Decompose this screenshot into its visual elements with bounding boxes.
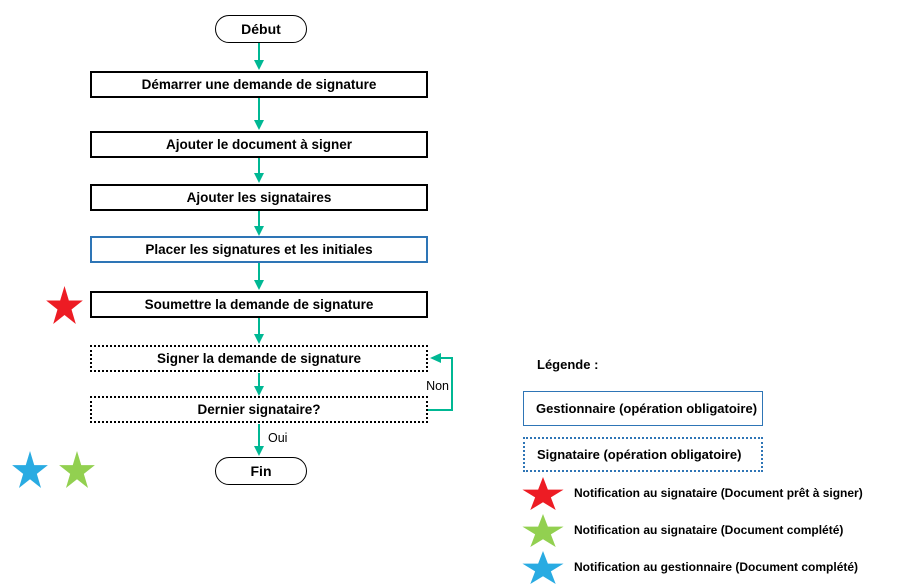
arrow-step7-to-end [254,424,264,456]
step-ajouter-signataires: Ajouter les signataires [90,184,428,211]
arrow-step4-to-step5 [254,263,264,290]
arrow-start-to-step1 [254,43,264,70]
green-star-icon [522,513,564,547]
legend-box-signataire-label: Signataire (opération obligatoire) [537,447,742,462]
legend-row-red-star: Notification au signataire (Document prê… [520,476,863,510]
step-demarrer-demande: Démarrer une demande de signature [90,71,428,98]
step-ajouter-document: Ajouter le document à signer [90,131,428,158]
red-star-icon [522,476,564,510]
legend-red-star-label: Notification au signataire (Document prê… [574,486,863,500]
arrow-step6-to-step7 [254,373,264,396]
arrow-step2-to-step3 [254,158,264,183]
legend-green-star-label: Notification au signataire (Document com… [574,523,844,537]
start-terminator: Début [215,15,307,43]
legend-row-green-star: Notification au signataire (Document com… [520,513,843,547]
red-star-icon [46,286,83,324]
blue-star-icon [522,550,564,584]
step-dernier-signataire: Dernier signataire? [90,396,428,423]
arrow-step3-to-step4 [254,211,264,236]
loop-non-connector [428,353,453,411]
branch-label-oui: Oui [268,431,288,445]
green-star-icon [59,451,95,488]
blue-star-icon [12,451,48,488]
arrow-step5-to-step6 [254,318,264,344]
legend-blue-star-label: Notification au gestionnaire (Document c… [574,560,859,574]
branch-label-non: Non [426,379,449,393]
legend-box-signataire: Signataire (opération obligatoire) [523,437,763,472]
step-signer-demande: Signer la demande de signature [90,345,428,372]
step-placer-signatures: Placer les signatures et les initiales [90,236,428,263]
legend-box-gestionnaire: Gestionnaire (opération obligatoire) [523,391,763,426]
end-terminator: Fin [215,457,307,485]
legend-row-blue-star: Notification au gestionnaire (Document c… [520,550,858,584]
arrow-step1-to-step2 [254,98,264,130]
legend-box-gestionnaire-label: Gestionnaire (opération obligatoire) [536,401,758,416]
legend-title: Légende : [537,357,599,372]
step-soumettre-demande: Soumettre la demande de signature [90,291,428,318]
